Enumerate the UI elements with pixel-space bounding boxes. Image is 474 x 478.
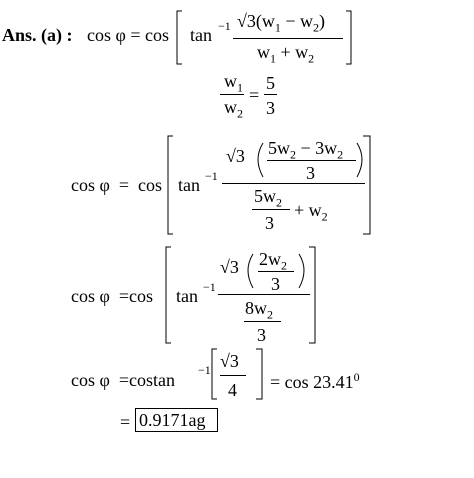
eight-w2-4: 8w2 [245, 298, 273, 322]
fraction-bar-3 [222, 183, 365, 184]
denominator-1: w1 + w2 [257, 42, 315, 66]
result: 0.9171ag [139, 410, 206, 430]
tan-3: tan [178, 175, 200, 195]
small-bar-3 [252, 209, 290, 210]
angle-5: = cos 23.410 [270, 370, 360, 392]
numerator-1: √3(w1 − w2) [237, 11, 326, 35]
inv-1: −1 [218, 19, 231, 33]
bracket-4 [165, 246, 316, 344]
cos-phi-4: cos φ =cos [71, 286, 154, 306]
fraction-bar-2a [220, 94, 244, 95]
bracket-3 [167, 135, 371, 235]
inv-5: −1 [198, 363, 211, 377]
eq-2: = [249, 85, 260, 105]
result-box [135, 408, 218, 432]
inv-3: −1 [205, 169, 218, 183]
bracket-5 [211, 348, 263, 400]
small-bar-4 [244, 321, 281, 322]
inner-three-4: 3 [271, 274, 280, 294]
cos-phi-3: cos φ = cos [71, 175, 163, 195]
fraction-bar-1 [233, 38, 343, 39]
answer-label: Ans. (a) : [2, 25, 73, 45]
small-three-3: 3 [265, 213, 274, 233]
sqrt3-4: √3 [220, 257, 239, 277]
tan-4: tan [176, 286, 198, 306]
two-w2-4: 2w2 [259, 249, 287, 273]
inv-4: −1 [203, 280, 216, 294]
plus-w2-3: + w2 [294, 200, 328, 224]
inner-bar-3 [267, 160, 356, 161]
numerator-3: 5w2 − 3w2 [268, 138, 344, 162]
cos-phi-1: cos φ = cos [87, 25, 170, 45]
bracket-1 [176, 10, 352, 65]
eq-6: = [120, 412, 131, 432]
fraction-bar-2b [264, 94, 277, 95]
three-2: 3 [266, 98, 275, 118]
five-2: 5 [266, 73, 275, 93]
w1: w1 [224, 71, 243, 95]
inner-bar-4 [258, 271, 294, 272]
fraction-bar-5 [220, 375, 246, 376]
sqrt3-3: √3 [226, 146, 245, 166]
fraction-bar-4 [218, 294, 310, 295]
four-5: 4 [228, 380, 237, 400]
w2: w2 [224, 97, 243, 121]
sqrt3-5: √3 [220, 351, 239, 371]
five-w2-3: 5w2 [254, 186, 282, 210]
small-three-4: 3 [257, 325, 266, 345]
tan-1: tan [190, 25, 212, 45]
cos-phi-5: cos φ =costan [71, 370, 176, 390]
inner-three-3: 3 [306, 163, 315, 183]
